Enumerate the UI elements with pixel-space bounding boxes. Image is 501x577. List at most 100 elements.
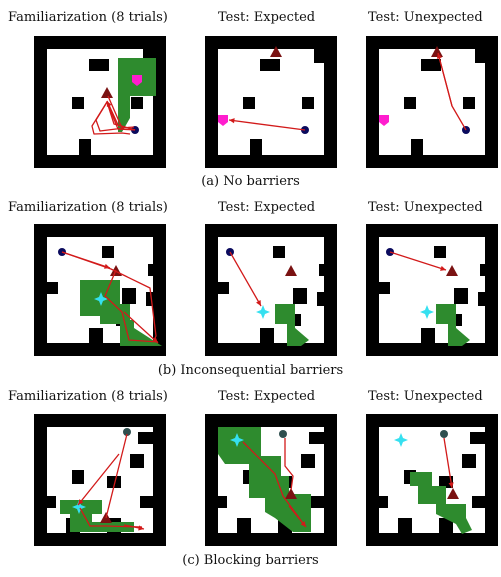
arrow-head [448, 482, 454, 488]
wall-block [46, 496, 56, 508]
triangle-goal-icon [285, 265, 297, 276]
wall-block [475, 49, 485, 63]
wall-block [243, 97, 255, 109]
pink-pentagon-icon [379, 115, 389, 126]
wall-block [478, 292, 486, 306]
arrow-head [300, 521, 306, 527]
pink-pentagon-icon [218, 115, 228, 126]
caption-a: (a) No barriers [201, 174, 300, 189]
trajectory-path [229, 251, 262, 307]
column-title-familiarization: Familiarization (8 trials) [8, 10, 168, 25]
barrier-region [118, 58, 156, 132]
caption-c: (c) Blocking barriers [182, 553, 319, 568]
wall-block [378, 496, 388, 508]
wall-block [314, 49, 324, 63]
triangle-goal-icon [446, 265, 458, 276]
arrow-head [78, 499, 84, 505]
wall-block [480, 264, 486, 276]
wall-block [319, 264, 325, 276]
cyan-star-icon [420, 305, 434, 319]
wall-block [131, 97, 143, 109]
wall-block [89, 328, 103, 343]
wall-block [301, 454, 315, 468]
arrow-head [440, 265, 446, 271]
cyan-star-icon [94, 292, 108, 306]
wall-block [439, 518, 453, 533]
arrow-head [256, 300, 261, 306]
wall-block [472, 496, 486, 508]
wall-block [250, 139, 262, 155]
wall-block [72, 470, 84, 484]
maze-a-unexpected [366, 36, 498, 168]
trajectory-path [104, 269, 159, 343]
column-title-expected: Test: Expected [218, 10, 316, 25]
wall-block [421, 59, 441, 71]
trajectory-path [61, 251, 111, 269]
maze-floor [47, 427, 153, 533]
barrier-region [410, 472, 472, 534]
wall-block [463, 97, 475, 109]
arrow-head [229, 118, 235, 124]
wall-block [89, 59, 109, 71]
cyan-star-icon [72, 500, 86, 514]
trajectory-path [242, 441, 306, 527]
agent-dot-icon [279, 430, 287, 438]
wall-block [146, 292, 154, 306]
wall-block [293, 288, 307, 304]
cyan-star-icon [394, 433, 408, 447]
barrier-region [218, 427, 311, 532]
triangle-goal-icon [285, 488, 297, 499]
column-title-unexpected-b: Test: Unexpected [368, 200, 483, 215]
wall-block [317, 292, 325, 306]
triangle-goal-icon [101, 87, 113, 98]
cyan-star-icon [230, 433, 244, 447]
column-title-expected-b: Test: Expected [218, 200, 316, 215]
wall-block [260, 59, 280, 71]
maze-c-expected [205, 414, 337, 546]
arrow-head [436, 53, 442, 59]
wall-block [217, 282, 229, 294]
triangle-goal-icon [447, 488, 459, 499]
maze-b-expected [205, 224, 337, 356]
pink-pentagon-icon [132, 75, 142, 86]
maze-c-unexpected [366, 414, 498, 546]
trajectory-path [107, 95, 135, 129]
arrow-head [106, 101, 112, 107]
cyan-star-icon [256, 305, 270, 319]
wall-block [148, 264, 154, 276]
arrow-head [138, 525, 144, 531]
wall-block [102, 246, 114, 258]
trajectory-path [105, 433, 128, 519]
wall-block [140, 496, 154, 508]
wall-block [79, 139, 91, 155]
trajectory-path [123, 311, 159, 344]
maze-b-familiarization [34, 224, 166, 356]
trajectory-path [79, 507, 143, 528]
wall-block [421, 328, 435, 343]
trajectory-path [443, 437, 453, 489]
maze-c-familiarization [34, 414, 166, 546]
wall-block [470, 432, 486, 444]
column-title-familiarization-c: Familiarization (8 trials) [8, 389, 168, 404]
trajectory-path [91, 101, 136, 135]
agent-dot-icon [123, 428, 131, 436]
trajectory-path [437, 52, 453, 107]
caption-b: (b) Inconsequential barriers [157, 363, 344, 378]
trajectory-path [77, 453, 120, 506]
wall-block [411, 139, 423, 155]
arrow-head [104, 263, 110, 269]
wall-block [439, 476, 453, 488]
column-title-expected-c: Test: Expected [218, 389, 316, 404]
wall-block [138, 432, 154, 444]
wall-block [46, 282, 58, 294]
barrier-region [275, 304, 309, 346]
wall-block [273, 246, 285, 258]
trajectory-path [228, 119, 306, 131]
wall-block [217, 496, 227, 508]
column-title-familiarization-b: Familiarization (8 trials) [8, 200, 168, 215]
barrier-region [436, 304, 470, 346]
wall-block [311, 496, 325, 508]
wall-block [462, 454, 476, 468]
maze-a-familiarization [34, 36, 166, 168]
wall-block [404, 97, 416, 109]
